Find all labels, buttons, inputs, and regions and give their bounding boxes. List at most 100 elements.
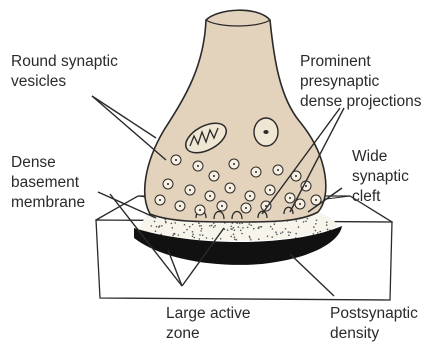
stipple-dot [234, 236, 236, 238]
label-round-vesicles: Round synaptic vesicles [11, 53, 122, 90]
stipple-dot [249, 237, 251, 239]
stipple-dot [298, 226, 300, 228]
stipple-dot [227, 229, 229, 231]
stipple-dot [258, 238, 260, 240]
vesicle-core [189, 189, 191, 191]
stipple-dot [258, 228, 260, 230]
stipple-dot [241, 233, 243, 235]
stipple-dot [319, 231, 321, 233]
stipple-dot [230, 236, 232, 238]
stipple-dot [220, 238, 222, 240]
stipple-dot [249, 223, 251, 225]
stipple-dot [183, 232, 185, 234]
stipple-dot [209, 225, 211, 227]
stipple-dot [189, 226, 191, 228]
stipple-dot [199, 238, 201, 240]
stipple-dot [250, 225, 252, 227]
stipple-dot [316, 220, 318, 222]
stipple-dot [271, 236, 273, 238]
stipple-dot [238, 226, 240, 228]
stipple-dot [155, 230, 157, 232]
stipple-dot [186, 229, 188, 231]
stipple-dot [200, 230, 202, 232]
stipple-dot [313, 226, 315, 228]
stipple-dot [174, 233, 176, 235]
stipple-dot [201, 228, 203, 230]
vesicle-core [167, 183, 169, 185]
vesicle-core [197, 165, 199, 167]
stipple-dot [233, 234, 235, 236]
stipple-dot [172, 235, 174, 237]
stipple-dot [236, 239, 238, 241]
stipple-dot [295, 233, 297, 235]
stipple-dot [313, 233, 315, 235]
vesicle-core [179, 205, 181, 207]
stipple-dot [156, 226, 158, 228]
vesicle-core [277, 169, 279, 171]
stipple-dot [174, 222, 176, 224]
vesicle-core [269, 189, 271, 191]
presynaptic-terminal [145, 10, 326, 222]
stipple-dot [267, 235, 269, 237]
stipple-dot [276, 233, 278, 235]
stipple-dot [200, 225, 202, 227]
stipple-dot [192, 234, 194, 236]
stipple-dot [193, 237, 195, 239]
stipple-dot [275, 231, 277, 233]
stipple-dot [317, 232, 319, 234]
vesicle-core [229, 187, 231, 189]
stipple-dot [199, 225, 201, 227]
stipple-dot [272, 228, 274, 230]
vesicle-core [233, 163, 235, 165]
vesicle-core [199, 209, 201, 211]
stipple-dot [249, 236, 251, 238]
vesicle-core [255, 171, 257, 173]
vesicle-core [315, 199, 317, 201]
vesicle-core [289, 197, 291, 199]
stipple-dot [202, 234, 204, 236]
vesicle-core [159, 199, 161, 201]
stipple-dot [192, 231, 194, 233]
vesicle-core [221, 205, 223, 207]
vesicle-core [175, 159, 177, 161]
label-wide-synaptic-cleft: Wide synaptic cleft [352, 148, 413, 205]
stipple-dot [165, 222, 167, 224]
label-large-active-zone: Large active zone [166, 305, 255, 342]
vesicle-core [249, 195, 251, 197]
stipple-dot [199, 234, 201, 236]
stipple-dot [212, 238, 214, 240]
stipple-dot [288, 231, 290, 233]
vesicle-core [213, 175, 215, 177]
stipple-dot [270, 226, 272, 228]
stipple-dot [282, 231, 284, 233]
stipple-dot [307, 218, 309, 220]
stipple-dot [172, 227, 174, 229]
stipple-dot [234, 239, 236, 241]
stipple-dot [288, 234, 290, 236]
stipple-dot [211, 225, 213, 227]
stipple-dot [184, 224, 186, 226]
stipple-dot [250, 239, 252, 241]
stipple-dot [231, 226, 233, 228]
stipple-dot [151, 225, 153, 227]
stipple-dot [315, 223, 317, 225]
stipple-dot [178, 234, 180, 236]
stipple-dot [253, 228, 255, 230]
stipple-dot [233, 227, 235, 229]
stipple-dot [327, 229, 329, 231]
label-dense-basement-membrane: Dense basement membrane [11, 154, 85, 211]
stipple-dot [242, 227, 244, 229]
stipple-dot [159, 225, 161, 227]
stipple-dot [239, 223, 241, 225]
stipple-dot [192, 236, 194, 238]
stipple-dot [198, 222, 200, 224]
vesicle-core [209, 195, 211, 197]
stipple-dot [296, 220, 298, 222]
stipple-dot [247, 227, 249, 229]
vesicle-core [295, 175, 297, 177]
label-postsynaptic-density: Postsynaptic density [330, 305, 422, 342]
vesicle-core [305, 185, 307, 187]
nucleus-like-vesicle [254, 118, 278, 146]
